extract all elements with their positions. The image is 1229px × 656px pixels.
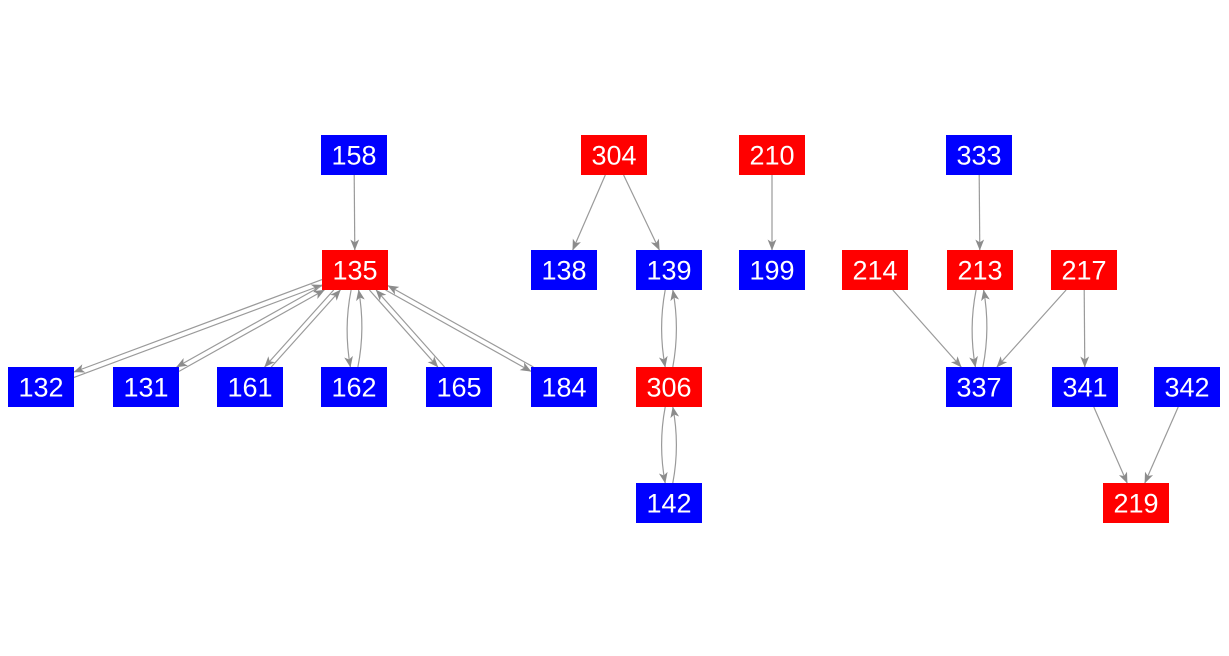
node-box[interactable] bbox=[531, 250, 597, 290]
edge-131-135 bbox=[178, 289, 325, 372]
edge-304-138 bbox=[572, 174, 606, 251]
node-label: 161 bbox=[227, 373, 272, 403]
node-box[interactable] bbox=[739, 135, 805, 175]
node-box[interactable] bbox=[842, 250, 908, 290]
edge-135-161 bbox=[264, 289, 335, 368]
node-box[interactable] bbox=[636, 250, 702, 290]
node-label: 306 bbox=[646, 373, 691, 403]
node-158[interactable]: 158 bbox=[321, 135, 387, 175]
edge-184-135 bbox=[387, 285, 534, 368]
node-162[interactable]: 162 bbox=[321, 367, 387, 407]
node-label: 138 bbox=[541, 256, 586, 286]
node-box[interactable] bbox=[321, 367, 387, 407]
node-label: 217 bbox=[1061, 256, 1106, 286]
node-199[interactable]: 199 bbox=[739, 250, 805, 290]
node-label: 135 bbox=[332, 256, 377, 286]
node-306[interactable]: 306 bbox=[636, 367, 702, 407]
node-135[interactable]: 135 bbox=[322, 250, 388, 290]
node-box[interactable] bbox=[947, 250, 1013, 290]
node-label: 213 bbox=[957, 256, 1002, 286]
node-box[interactable] bbox=[636, 483, 702, 523]
node-label: 165 bbox=[436, 373, 481, 403]
node-139[interactable]: 139 bbox=[636, 250, 702, 290]
node-box[interactable] bbox=[322, 250, 388, 290]
node-161[interactable]: 161 bbox=[217, 367, 283, 407]
node-219[interactable]: 219 bbox=[1103, 483, 1169, 523]
edge-142-306 bbox=[670, 406, 680, 484]
edge-135-131 bbox=[176, 285, 323, 368]
edge-162-135 bbox=[356, 289, 365, 368]
edge-132-135 bbox=[73, 284, 323, 378]
node-label: 142 bbox=[646, 489, 691, 519]
node-box[interactable] bbox=[946, 135, 1012, 175]
node-box[interactable] bbox=[1103, 483, 1169, 523]
node-138[interactable]: 138 bbox=[531, 250, 597, 290]
node-142[interactable]: 142 bbox=[636, 483, 702, 523]
edge-165-135 bbox=[375, 289, 446, 368]
node-box[interactable] bbox=[636, 367, 702, 407]
node-label: 139 bbox=[646, 256, 691, 286]
edge-342-219 bbox=[1144, 406, 1179, 484]
node-box[interactable] bbox=[8, 367, 74, 407]
node-box[interactable] bbox=[531, 367, 597, 407]
edge-135-132 bbox=[73, 279, 323, 373]
edge-135-165 bbox=[368, 289, 439, 368]
edge-213-337 bbox=[969, 289, 978, 368]
node-label: 342 bbox=[1164, 373, 1209, 403]
node-label: 219 bbox=[1113, 489, 1158, 519]
node-184[interactable]: 184 bbox=[531, 367, 597, 407]
node-box[interactable] bbox=[321, 135, 387, 175]
node-label: 162 bbox=[331, 373, 376, 403]
node-337[interactable]: 337 bbox=[946, 367, 1012, 407]
node-label: 333 bbox=[956, 141, 1001, 171]
node-131[interactable]: 131 bbox=[113, 367, 179, 407]
node-210[interactable]: 210 bbox=[739, 135, 805, 175]
node-box[interactable] bbox=[217, 367, 283, 407]
node-333[interactable]: 333 bbox=[946, 135, 1012, 175]
node-132[interactable]: 132 bbox=[8, 367, 74, 407]
node-box[interactable] bbox=[946, 367, 1012, 407]
edge-135-162 bbox=[344, 289, 353, 368]
node-label: 304 bbox=[591, 141, 636, 171]
node-label: 210 bbox=[749, 141, 794, 171]
node-box[interactable] bbox=[426, 367, 492, 407]
node-label: 199 bbox=[749, 256, 794, 286]
node-label: 184 bbox=[541, 373, 586, 403]
node-165[interactable]: 165 bbox=[426, 367, 492, 407]
node-label: 337 bbox=[956, 373, 1001, 403]
node-213[interactable]: 213 bbox=[947, 250, 1013, 290]
edge-135-184 bbox=[385, 289, 532, 372]
edge-306-142 bbox=[658, 406, 668, 484]
edge-217-337 bbox=[996, 289, 1067, 368]
edge-214-337 bbox=[892, 289, 962, 368]
nodes-layer: 158 304 210 333 135 138 139 199 214 213 217 132 131 1… bbox=[8, 135, 1220, 523]
node-304[interactable]: 304 bbox=[581, 135, 647, 175]
node-box[interactable] bbox=[1052, 367, 1118, 407]
node-341[interactable]: 341 bbox=[1052, 367, 1118, 407]
node-label: 132 bbox=[18, 373, 63, 403]
edge-217-341 bbox=[1080, 289, 1090, 368]
node-214[interactable]: 214 bbox=[842, 250, 908, 290]
node-box[interactable] bbox=[581, 135, 647, 175]
node-box[interactable] bbox=[1154, 367, 1220, 407]
edge-139-306 bbox=[658, 289, 668, 368]
edges-layer bbox=[73, 174, 1179, 484]
node-box[interactable] bbox=[113, 367, 179, 407]
edge-161-135 bbox=[270, 289, 341, 368]
edge-158-135 bbox=[350, 174, 360, 251]
edge-337-213 bbox=[981, 289, 990, 368]
edge-304-139 bbox=[623, 174, 660, 251]
node-342[interactable]: 342 bbox=[1154, 367, 1220, 407]
edge-333-213 bbox=[975, 174, 985, 251]
edge-306-139 bbox=[670, 289, 680, 368]
node-box[interactable] bbox=[739, 250, 805, 290]
node-box[interactable] bbox=[1051, 250, 1117, 290]
node-label: 158 bbox=[331, 141, 376, 171]
node-label: 131 bbox=[123, 373, 168, 403]
node-217[interactable]: 217 bbox=[1051, 250, 1117, 290]
edge-341-219 bbox=[1093, 406, 1128, 484]
node-label: 214 bbox=[852, 256, 897, 286]
node-label: 341 bbox=[1062, 373, 1107, 403]
